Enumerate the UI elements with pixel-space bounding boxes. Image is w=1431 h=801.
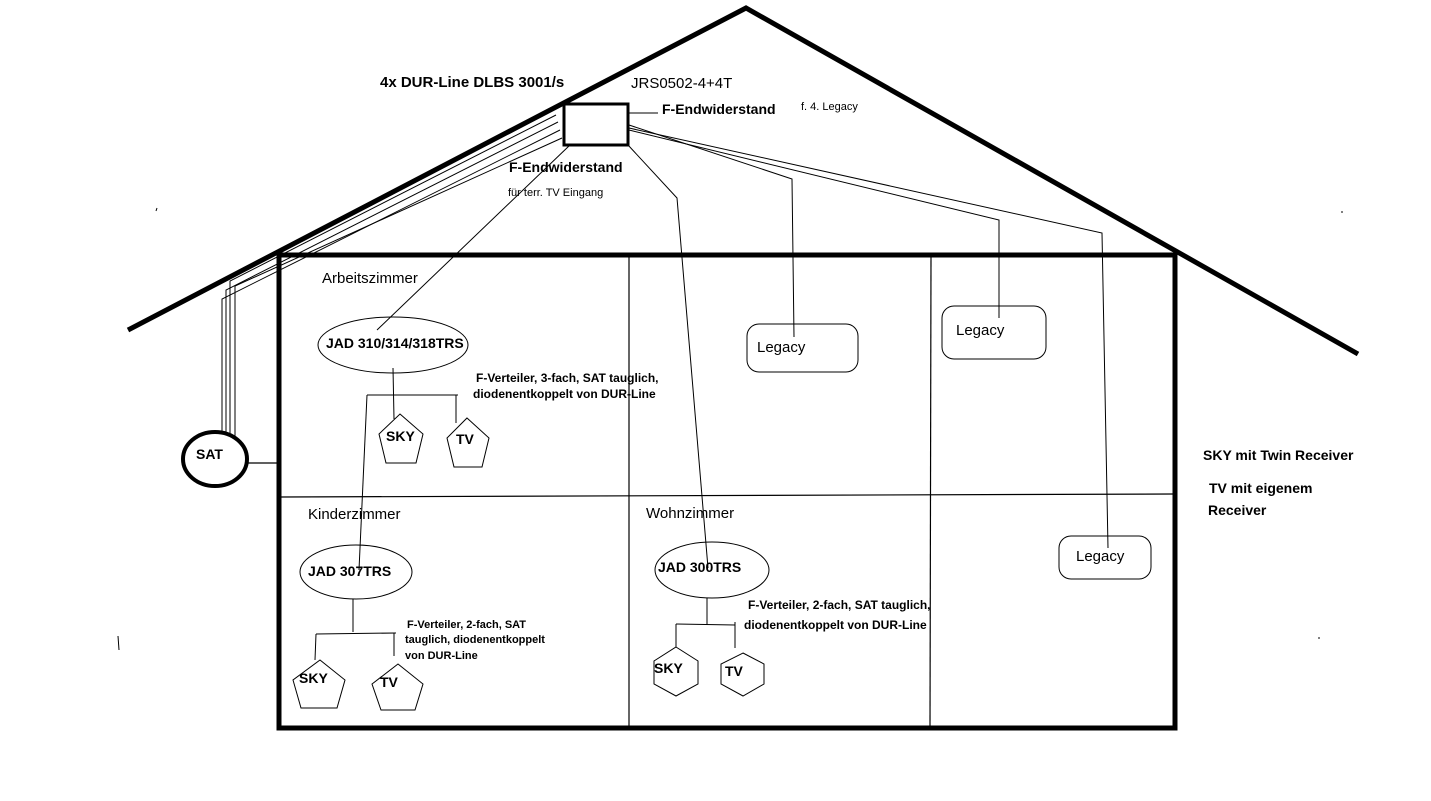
terminator-right-label: F-Endwiderstand — [662, 101, 776, 117]
device-label-sky-kinderzimmer: SKY — [299, 670, 328, 686]
legacy-label-3: Legacy — [1076, 548, 1125, 565]
sat-label: SAT — [196, 446, 223, 462]
floor-divider — [280, 493, 1174, 498]
device-label-sky-arbeitszimmer: SKY — [386, 428, 415, 444]
device-label-tv-kinderzimmer: TV — [380, 674, 398, 690]
legacy-box-2[interactable] — [941, 305, 1047, 360]
device-sky-wohnzimmer[interactable] — [653, 646, 699, 697]
lnb-cable-bundle — [221, 114, 563, 440]
splitter-note-kinderzimmer-3: von DUR-Line — [405, 650, 478, 662]
stray-mark — [117, 635, 120, 651]
room-label-arbeitszimmer: Arbeitszimmer — [322, 270, 418, 287]
roof-outline — [126, 5, 1360, 357]
legend-sky: SKY mit Twin Receiver — [1203, 447, 1354, 463]
terminator-bottom-label: F-Endwiderstand — [509, 159, 623, 175]
building-outline — [276, 252, 1178, 731]
device-sky-kinderzimmer[interactable] — [292, 659, 346, 709]
device-tv-arbeitszimmer[interactable] — [446, 417, 490, 468]
device-tv-kinderzimmer[interactable] — [371, 663, 424, 711]
multiswitch-box[interactable] — [562, 102, 630, 147]
jad-label-wohnzimmer: JAD 300TRS — [658, 559, 742, 575]
legacy-box-3[interactable] — [1058, 535, 1152, 580]
splitter-note-arbeitszimmer-1: F-Verteiler, 3-fach, SAT tauglich, — [476, 371, 659, 385]
room-label-kinderzimmer: Kinderzimmer — [308, 506, 401, 523]
room-divider-2 — [929, 256, 932, 727]
jad-label-kinderzimmer: JAD 307TRS — [308, 563, 392, 579]
device-label-tv-arbeitszimmer: TV — [456, 431, 474, 447]
jad-label-arbeitszimmer: JAD 310/314/318TRS — [326, 335, 464, 351]
splitter-note-kinderzimmer-1: F-Verteiler, 2-fach, SAT — [407, 619, 527, 631]
legend-tv-2: Receiver — [1208, 502, 1267, 518]
legacy-box-1[interactable] — [746, 323, 859, 373]
jad-ellipse-wohnzimmer[interactable] — [654, 541, 770, 599]
sat-ellipse[interactable] — [181, 430, 249, 488]
splitter-note-wohnzimmer-2: diodenentkoppelt von DUR-Line — [744, 618, 927, 632]
room-label-wohnzimmer: Wohnzimmer — [646, 505, 735, 522]
terminator-right-note: f. 4. Legacy — [801, 101, 858, 113]
stray-mark — [155, 207, 158, 212]
lnb-label: 4x DUR-Line DLBS 3001/s — [380, 74, 565, 91]
device-label-tv-wohnzimmer: TV — [725, 663, 743, 679]
multiswitch-model-label: JRS0502-4+4T — [631, 75, 733, 92]
legacy-label-1: Legacy — [757, 339, 806, 356]
device-tv-wohnzimmer[interactable] — [720, 652, 765, 697]
splitter-arbeitszimmer — [367, 367, 458, 423]
splitter-note-wohnzimmer-1: F-Verteiler, 2-fach, SAT tauglich, — [748, 598, 931, 612]
terminator-bottom-note: für terr. TV Eingang — [508, 187, 604, 199]
legacy-label-2: Legacy — [956, 322, 1005, 339]
device-label-sky-wohnzimmer: SKY — [654, 660, 683, 676]
device-sky-arbeitszimmer[interactable] — [378, 413, 424, 464]
legend-tv-1: TV mit eigenem — [1209, 480, 1313, 496]
splitter-note-arbeitszimmer-2: diodenentkoppelt von DUR-Line — [473, 387, 656, 401]
splitter-wohnzimmer — [675, 598, 736, 648]
splitter-note-kinderzimmer-2: tauglich, diodenentkoppelt — [405, 634, 545, 646]
jad-ellipse-kinderzimmer[interactable] — [299, 544, 413, 600]
room-cables — [358, 124, 1109, 571]
splitter-kinderzimmer — [314, 599, 397, 661]
